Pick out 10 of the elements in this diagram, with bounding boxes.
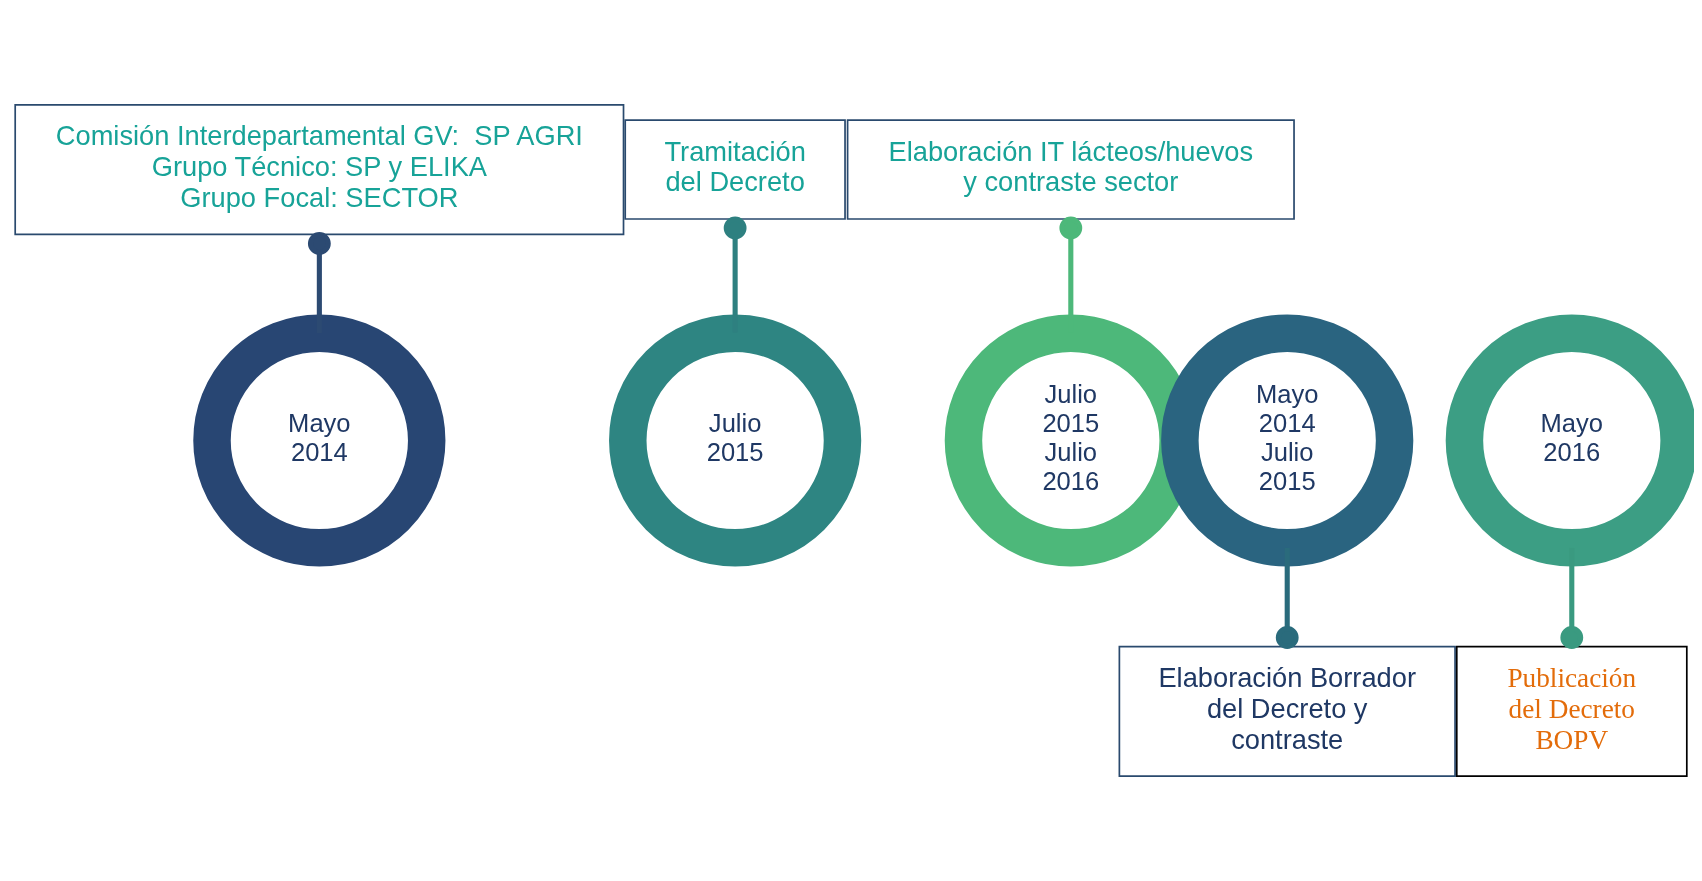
node-circle: Mayo 2014: [193, 314, 446, 567]
node-circle: Mayo 2014 Julio 2015: [1161, 314, 1414, 567]
connector: [1275, 547, 1299, 649]
node-box: Tramitación del Decreto: [624, 119, 846, 220]
node-circle: Mayo 2016: [1445, 314, 1694, 567]
node-box: Comisión Interdepartamental GV: SP AGRI Grupo Técnico: SP y ELIKA Grupo Focal: SECTOR: [14, 103, 625, 236]
node-box: Elaboración Borrador del Decreto y contraste: [1118, 645, 1456, 778]
node-box: Elaboración IT lácteos/huevos y contraste sector: [846, 119, 1295, 220]
node-box: Publicación del Decreto BOPV: [1455, 645, 1688, 778]
node-circle: Julio 2015: [609, 314, 862, 567]
